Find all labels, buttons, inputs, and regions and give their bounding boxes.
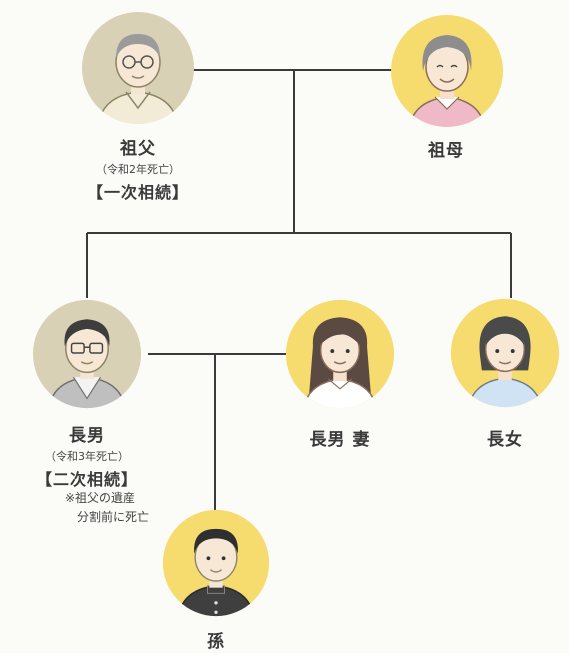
eldest-daughter-label: 長女 — [487, 425, 523, 450]
eldest-son-remark: ※祖父の遺産 分割前に死亡 — [65, 489, 149, 527]
grandfather-death-note: （令和2年死亡） — [95, 163, 180, 176]
eldest-son-name: 長男 — [68, 426, 105, 446]
grandchild-avatar — [162, 509, 270, 617]
eldest-son-wife-name: 長男 妻 — [309, 430, 371, 450]
eldest-daughter-name: 長女 — [487, 430, 523, 450]
grandfather-label: 祖父 （令和2年死亡） 【一次相続】 — [87, 134, 189, 203]
eldest-daughter-avatar — [450, 298, 560, 408]
grandfather-inheritance-tag: 【一次相続】 — [86, 183, 190, 202]
eldest-son-inheritance-tag: 【二次相続】 — [35, 470, 139, 489]
grandfather-name: 祖父 — [119, 139, 156, 159]
eldest-son-remark-line1: ※祖父の遺産 — [65, 491, 136, 505]
eldest-son-wife-avatar — [285, 299, 395, 409]
grandmother-name: 祖母 — [428, 141, 464, 161]
eldest-son-death-note: （令和3年死亡） — [44, 450, 129, 463]
grandmother-label: 祖母 — [428, 136, 464, 161]
grandchild-name: 孫 — [207, 632, 225, 652]
grandchild-label: 孫 — [207, 627, 225, 652]
eldest-son-wife-label: 長男 妻 — [310, 425, 371, 450]
eldest-son-label: 長男 （令和3年死亡） 【二次相続】 — [36, 421, 138, 490]
eldest-son-remark-line2: 分割前に死亡 — [77, 510, 150, 524]
grandfather-avatar — [82, 12, 194, 124]
eldest-son-avatar — [32, 299, 142, 409]
grandmother-avatar — [391, 15, 503, 127]
